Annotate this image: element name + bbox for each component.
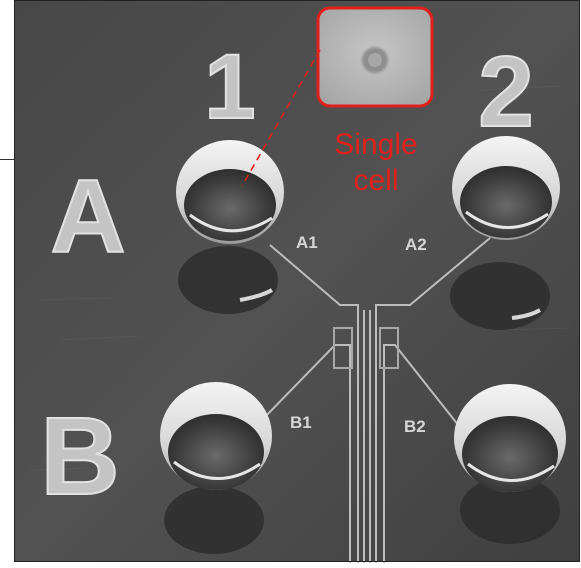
annotation-line-2: cell [353, 164, 398, 197]
surface-texture [29, 85, 571, 471]
well-A2 [452, 136, 560, 240]
channel-network [261, 237, 491, 563]
side-tick-mark [0, 159, 14, 160]
row-label-B: B [40, 395, 119, 518]
well-reflections [164, 246, 560, 554]
well-B2 [454, 384, 566, 492]
well-label-A2: A2 [405, 235, 427, 254]
row-label-A: A [50, 159, 125, 275]
well-A1 [176, 140, 284, 244]
column-label-1: 1 [204, 36, 255, 138]
annotation-line-1: Single [334, 128, 417, 161]
well-label-A1: A1 [296, 233, 318, 252]
photo-border [14, 0, 580, 562]
single-cell-nucleus [368, 53, 382, 67]
well-B1 [160, 382, 272, 490]
well-label-B1: B1 [290, 413, 312, 432]
column-label-2: 2 [478, 36, 534, 148]
inset-pointer-line [241, 49, 321, 187]
well-label-B2: B2 [404, 417, 426, 436]
